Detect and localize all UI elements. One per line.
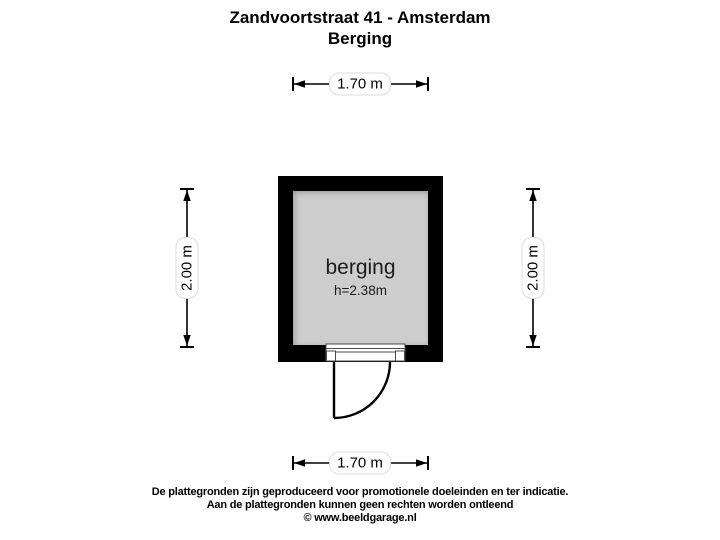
- footer-line-2: Aan de plattegronden kunnen geen rechten…: [206, 499, 514, 511]
- footer-credit: © www.beeldgarage.nl: [303, 512, 417, 524]
- dimension-label-top: 1.70 m: [329, 72, 391, 96]
- dimension-label-right: 2.00 m: [521, 237, 545, 299]
- room-floor: [293, 191, 428, 345]
- door-swing: [332, 361, 392, 420]
- plan-title-subtitle: Berging: [327, 29, 393, 48]
- room-ceiling-height: h=2.38m: [334, 283, 387, 298]
- plan-title: Zandvoortstraat 41 - Amsterdam Berging: [0, 7, 720, 49]
- footer-disclaimer: De plattegronden zijn geproduceerd voor …: [0, 486, 720, 525]
- plan-title-address: Zandvoortstraat 41 - Amsterdam: [229, 8, 491, 27]
- room-label-block: berging h=2.38m: [293, 256, 428, 299]
- dimension-label-bottom: 1.70 m: [329, 451, 391, 475]
- footer-line-1: De plattegronden zijn geproduceerd voor …: [151, 486, 569, 498]
- dimension-label-left: 2.00 m: [175, 237, 199, 299]
- door-swing-arc: [333, 361, 392, 420]
- room-name: berging: [325, 256, 396, 279]
